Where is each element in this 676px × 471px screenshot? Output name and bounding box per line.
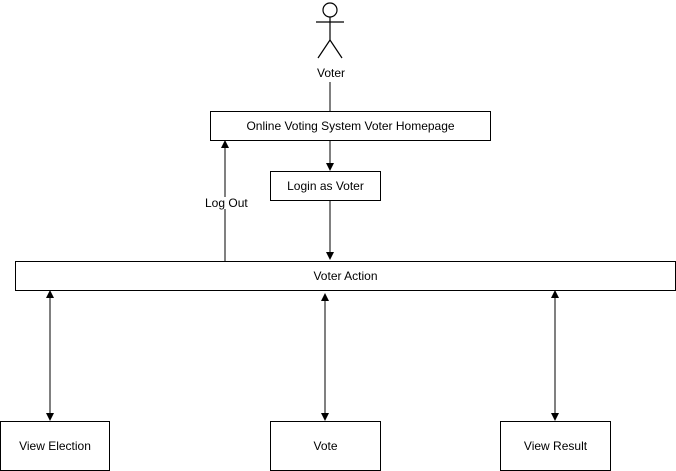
homepage-label: Online Voting System Voter Homepage xyxy=(246,119,455,133)
homepage-box[interactable]: Online Voting System Voter Homepage xyxy=(210,111,491,141)
logout-label: Log Out xyxy=(205,196,248,210)
voter-actor-icon xyxy=(316,2,344,59)
vote-label: Vote xyxy=(313,439,338,453)
view-election-box[interactable]: View Election xyxy=(0,421,110,471)
view-result-box[interactable]: View Result xyxy=(500,421,611,471)
login-box[interactable]: Login as Voter xyxy=(270,171,381,201)
login-label: Login as Voter xyxy=(287,179,364,193)
actor-label: Voter xyxy=(316,66,346,80)
voter-action-box[interactable]: Voter Action xyxy=(15,261,676,291)
view-result-label: View Result xyxy=(523,439,588,453)
view-election-label: View Election xyxy=(19,439,91,453)
voter-action-label: Voter Action xyxy=(313,269,378,283)
vote-box[interactable]: Vote xyxy=(270,421,381,471)
